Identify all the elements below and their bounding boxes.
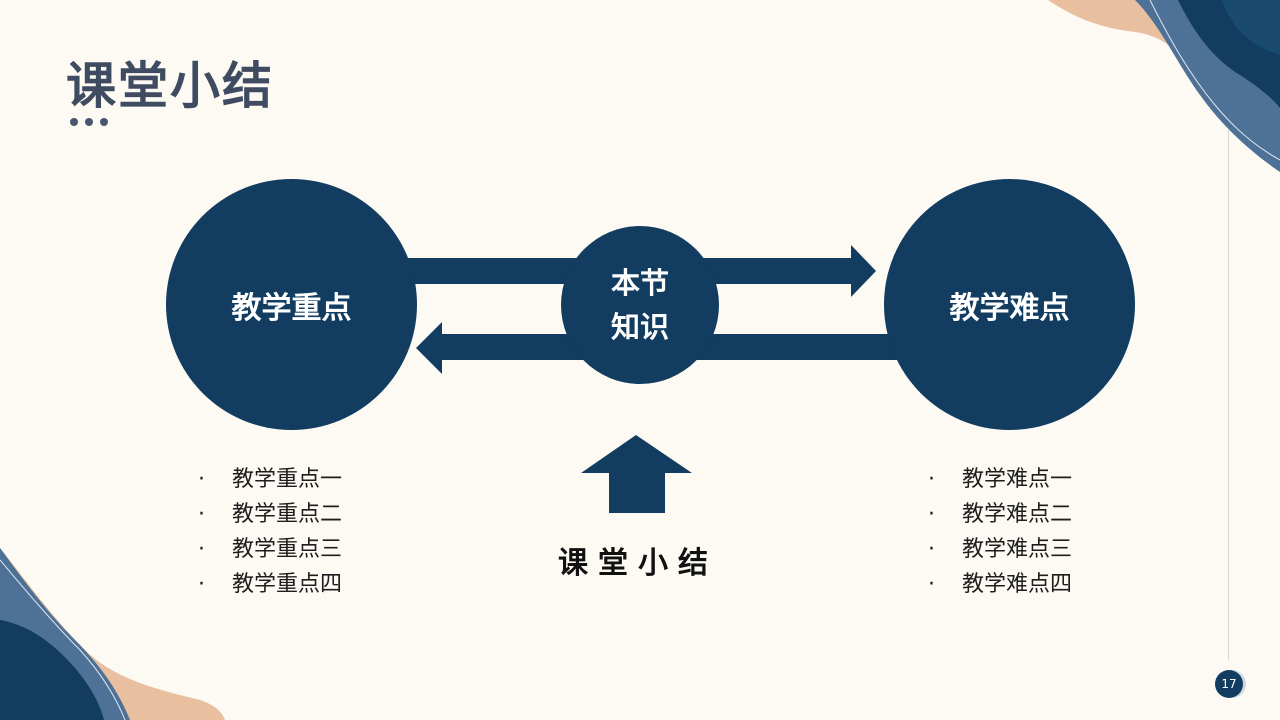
list-item-text: 教学难点一	[962, 467, 1073, 492]
list-item: · 教学难点一	[928, 462, 1072, 497]
list-item: · 教学难点二	[928, 497, 1072, 532]
dot	[85, 118, 93, 126]
up-arrow	[581, 435, 692, 513]
list-item-text: 教学难点四	[962, 572, 1073, 597]
bullet: ·	[198, 572, 205, 597]
dot	[100, 118, 108, 126]
bottom-left-wave-decoration	[0, 548, 225, 720]
list-item-text: 教学难点三	[962, 537, 1073, 562]
list-item: · 教学难点三	[928, 532, 1072, 567]
list-item: · 教学重点四	[198, 567, 342, 602]
key-points-list: · 教学重点一 · 教学重点二 · 教学重点三 · 教学重点四	[198, 462, 342, 602]
list-item-text: 教学重点二	[232, 502, 343, 527]
list-item: · 教学重点二	[198, 497, 342, 532]
list-item-text: 教学难点二	[962, 502, 1073, 527]
bullet: ·	[928, 572, 935, 597]
bullet: ·	[198, 537, 205, 562]
title-dots	[70, 118, 108, 126]
list-item-text: 教学重点四	[232, 572, 343, 597]
list-item: · 教学重点三	[198, 532, 342, 567]
list-item: · 教学重点一	[198, 462, 342, 497]
lesson-knowledge-line2: 知识	[610, 310, 669, 344]
bullet: ·	[928, 467, 935, 492]
list-item-text: 教学重点三	[232, 537, 343, 562]
list-item: · 教学难点四	[928, 567, 1072, 602]
slide-title: 课堂小结	[66, 57, 274, 115]
bullet: ·	[198, 502, 205, 527]
key-points-label: 教学重点	[231, 290, 352, 326]
top-right-wave-decoration	[1048, 0, 1280, 172]
bullet: ·	[198, 467, 205, 492]
summary-caption: 课堂小结	[558, 546, 718, 581]
bullet: ·	[928, 502, 935, 527]
lesson-knowledge-circle: 本节 知识	[561, 226, 719, 384]
key-points-circle: 教学重点	[166, 179, 417, 430]
list-item-text: 教学重点一	[232, 467, 343, 492]
difficult-points-label: 教学难点	[949, 290, 1070, 326]
difficult-points-circle: 教学难点	[884, 179, 1135, 430]
lesson-knowledge-line1: 本节	[610, 266, 669, 300]
dot	[70, 118, 78, 126]
difficult-points-list: · 教学难点一 · 教学难点二 · 教学难点三 · 教学难点四	[928, 462, 1072, 602]
right-divider-line	[1228, 130, 1229, 660]
bullet: ·	[928, 537, 935, 562]
page-number-badge: 17	[1215, 670, 1243, 698]
